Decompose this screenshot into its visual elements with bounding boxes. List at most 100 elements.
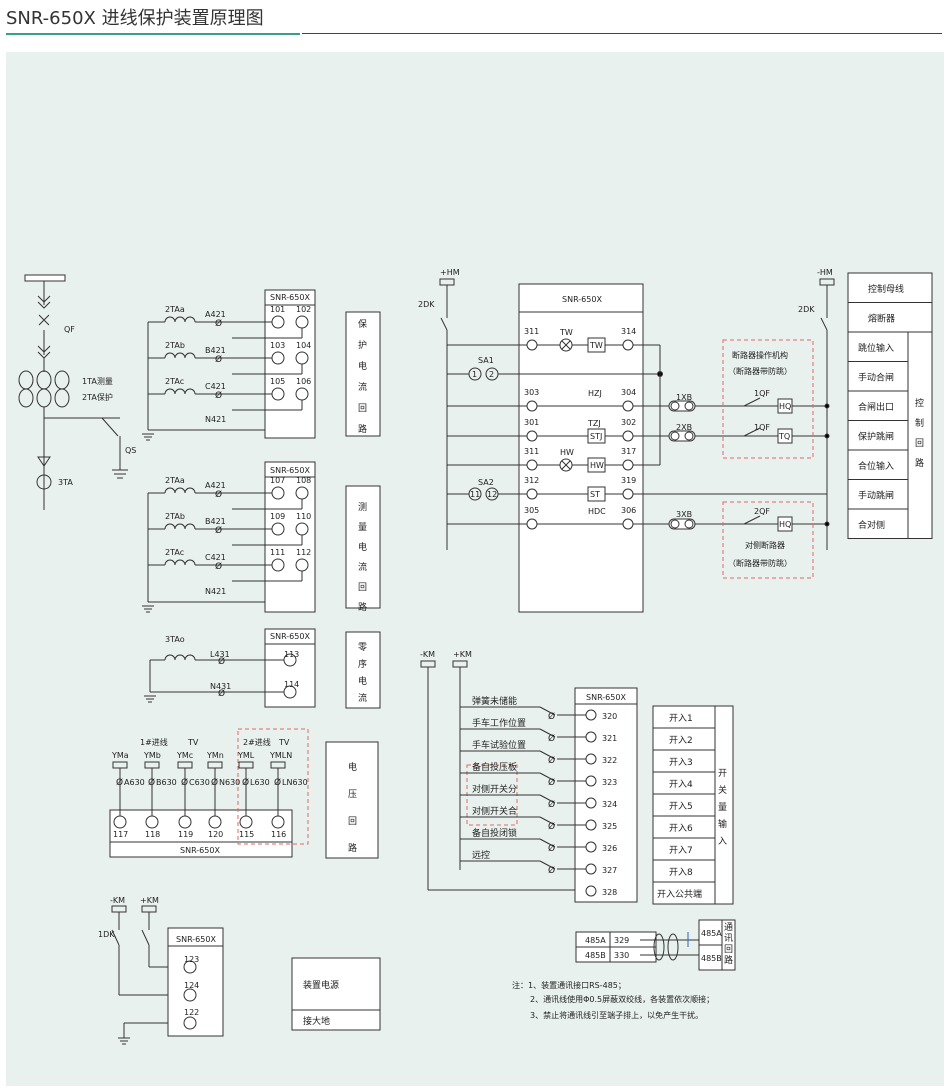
di-label-6: 备自投闭锁 <box>472 827 517 839</box>
meas-side-1: 量 <box>358 522 367 533</box>
di-table-0: 开入1 <box>669 713 693 724</box>
prot-term-101: 101 <box>270 305 285 314</box>
volt-term-118: 118 <box>145 830 160 839</box>
sa2-label: SA2 <box>478 478 494 487</box>
prot-ct-0: 2TAa <box>165 305 185 314</box>
title-rule <box>302 33 942 34</box>
meas-fuse-0: Ø <box>215 489 222 500</box>
zero-wire-n: N431 <box>210 682 231 691</box>
qf1-label-b: 1QF <box>754 423 770 432</box>
volt-tv1: TV <box>187 738 199 747</box>
ctrl-term-r-0: 314 <box>621 327 636 336</box>
meas-side-2: 电 <box>358 541 367 553</box>
ctrl-box-3: HW <box>590 461 604 470</box>
prot-fuse-1: Ø <box>215 354 222 365</box>
volt-wire-2: C630 <box>189 778 210 787</box>
svg-text:Ø: Ø <box>218 656 225 667</box>
prot-term-106: 106 <box>296 377 311 386</box>
meas-term-112: 112 <box>296 548 311 557</box>
prot-fuse-0: Ø <box>215 318 222 329</box>
pwr-km-plus: +KM <box>140 896 159 905</box>
di-km-minus: -KM <box>420 650 435 659</box>
ctrl-sym-5: HDC <box>588 507 606 516</box>
volt-name-5: YMLN <box>269 751 292 760</box>
volt-name-1: YMb <box>143 751 161 760</box>
comm-side-3: 路 <box>724 954 733 966</box>
ctrl-term-l-3: 311 <box>524 447 539 456</box>
di-table-4: 开入5 <box>669 801 693 812</box>
zero-side-0: 零 <box>358 642 367 653</box>
meas-ct-2: 2TAc <box>165 548 184 557</box>
ta-meas-label: 1TA测量 <box>82 377 113 386</box>
mech-sub-label: （断路器带防跳） <box>728 366 792 376</box>
ctrl-table-2: 跳位输入 <box>858 342 894 354</box>
comm-485a: 485A <box>585 936 606 945</box>
ctrl-sym-3: HW <box>560 448 574 457</box>
di-table-3: 开入4 <box>669 779 693 790</box>
dk2-right: 2DK <box>798 305 815 314</box>
volt-side-3: 路 <box>348 842 357 854</box>
qf1-label-a: 1QF <box>754 389 770 398</box>
di-table-8: 开入公共端 <box>657 888 702 900</box>
meas-wire-2: C421 <box>205 553 226 562</box>
prot-side-1: 护 <box>358 339 367 351</box>
volt-term-116: 116 <box>271 830 286 839</box>
prot-ct-1: 2TAb <box>165 341 185 350</box>
ctrl-side-0: 控 <box>915 397 924 409</box>
prot-wire-1: B421 <box>205 346 226 355</box>
di-table-5: 开入6 <box>669 823 693 834</box>
zero-side-3: 流 <box>358 692 367 704</box>
prot-wire-n: N421 <box>205 415 226 424</box>
volt-group1: 1#进线 <box>140 737 168 747</box>
comm-right-485a: 485A <box>701 929 722 938</box>
prot-side-5: 路 <box>358 423 367 435</box>
volt-term-120: 120 <box>208 830 223 839</box>
ground-box-label: 接大地 <box>303 1015 330 1027</box>
meas-wire-n: N421 <box>205 587 226 596</box>
di-fuse-4: Ø <box>548 799 555 810</box>
comm-side-1: 讯 <box>724 933 733 944</box>
zero-device-label: SNR-650X <box>270 632 310 641</box>
meas-wire-1: B421 <box>205 517 226 526</box>
comm-side-2: 回 <box>724 944 733 955</box>
di-term-321: 321 <box>602 734 617 743</box>
ctrl-table-3: 手动合闸 <box>858 372 894 384</box>
di-table-2: 开入3 <box>669 757 693 768</box>
volt-wire-4: L630 <box>250 778 270 787</box>
volt-fuse-5: Ø <box>274 777 281 788</box>
pwr-device-label: SNR-650X <box>176 935 216 944</box>
pwr-box-label: 装置电源 <box>303 979 339 991</box>
ctrl-device-label: SNR-650X <box>562 295 602 304</box>
prot-wire-0: A421 <box>205 310 226 319</box>
coil-0: HQ <box>779 402 791 411</box>
meas-ct-0: 2TAa <box>165 476 185 485</box>
svg-text:Ø: Ø <box>218 688 225 699</box>
ctrl-box-0: TW <box>589 341 603 350</box>
volt-term-115: 115 <box>239 830 254 839</box>
di-table-1: 开入2 <box>669 735 693 746</box>
ctrl-term-l-5: 305 <box>524 506 539 515</box>
di-label-1: 手车工作位置 <box>472 717 526 729</box>
prot-side-4: 回 <box>358 403 367 414</box>
volt-device-label: SNR-650X <box>180 846 220 855</box>
prot-term-104: 104 <box>296 341 311 350</box>
prot-device-label: SNR-650X <box>270 293 310 302</box>
comm-485b: 485B <box>585 951 606 960</box>
prot-wire-2: C421 <box>205 382 226 391</box>
volt-name-0: YMa <box>111 751 129 760</box>
zero-term-113: 113 <box>284 650 299 659</box>
ctrl-term-r-3: 317 <box>621 447 636 456</box>
pwr-term-122: 122 <box>184 1008 199 1017</box>
di-term-326: 326 <box>602 844 617 853</box>
ctrl-box-2: STJ <box>590 432 602 441</box>
di-fuse-3: Ø <box>548 777 555 788</box>
di-term-322: 322 <box>602 756 617 765</box>
ctrl-box-4: ST <box>590 490 600 499</box>
ctrl-side-3: 路 <box>915 457 924 469</box>
volt-fuse-0: Ø <box>116 777 123 788</box>
di-table-6: 开入7 <box>669 845 693 856</box>
